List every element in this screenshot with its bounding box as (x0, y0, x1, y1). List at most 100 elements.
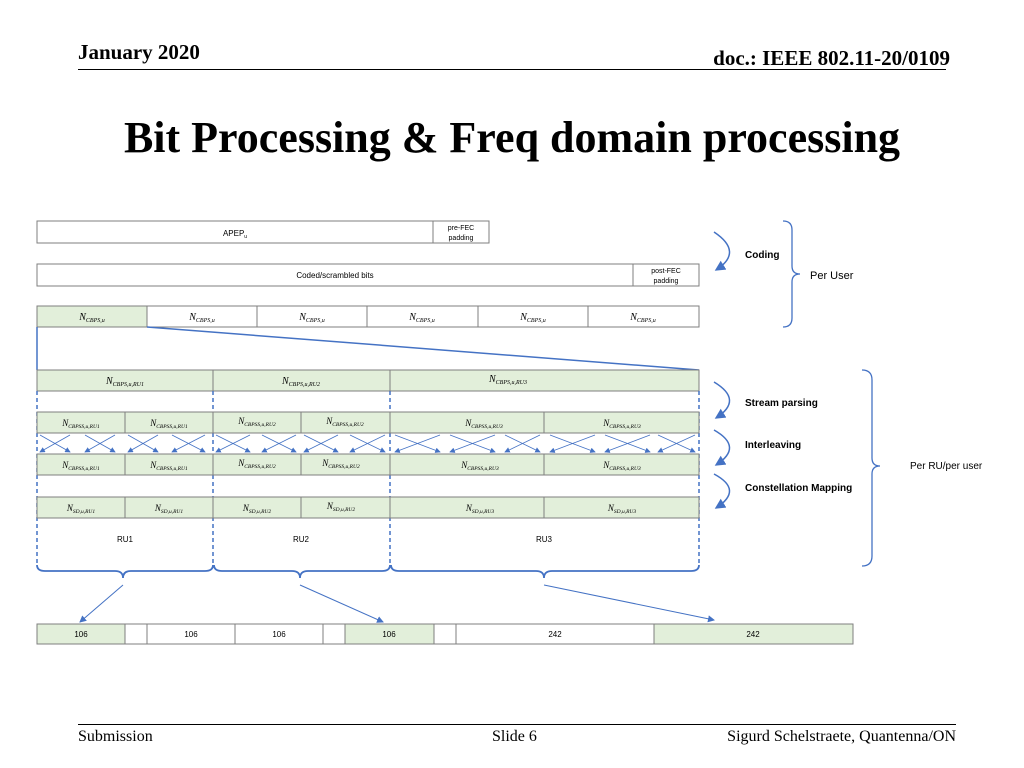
stage-arcs (713, 231, 731, 509)
svg-text:NCBPS,u,RU1: NCBPS,u,RU1 (105, 376, 144, 388)
sd-label: N (326, 501, 334, 511)
ss-sub: CBPSS,u,RU3 (609, 466, 641, 472)
ss-label: N (325, 416, 333, 426)
ncbps-sub: CBPS,u (196, 318, 215, 324)
ss-sub: CBPSS,u,RU2 (244, 422, 276, 428)
ss-sub: CBPSS,u,RU1 (68, 466, 100, 472)
svg-text:NSD,u,RU2: NSD,u,RU2 (326, 501, 356, 513)
coded-label: Coded/scrambled bits (296, 271, 373, 280)
ncbps-label: N (519, 312, 528, 323)
interleaving-arrows (39, 434, 696, 453)
svg-text:NCBPS,u,RU2: NCBPS,u,RU2 (281, 376, 320, 388)
svg-text:NCBPSS,u,RU3: NCBPSS,u,RU3 (464, 418, 503, 430)
sd-label: N (242, 503, 250, 513)
header-doc-id: doc.: IEEE 802.11-20/0109 (713, 46, 950, 70)
ncbps-sub: CBPS,u (527, 318, 546, 324)
subcarrier-label: 106 (272, 630, 286, 639)
svg-text:NCBPSS,u,RU3: NCBPSS,u,RU3 (460, 460, 499, 472)
constellation-mapping-label: Constellation Mapping (745, 483, 852, 494)
ss-label: N (602, 460, 610, 470)
ncbps-sub: CBPS,u (86, 318, 105, 324)
ncbps-sub: CBPS,u (637, 318, 656, 324)
ss-sub: CBPSS,u,RU2 (244, 464, 276, 470)
svg-text:NCBPSS,u,RU2: NCBPSS,u,RU2 (321, 458, 360, 470)
ru2-cbps-label: N (281, 376, 290, 387)
svg-text:NCBPS,u: NCBPS,u (408, 312, 435, 324)
ss-sub: CBPSS,u,RU3 (609, 424, 641, 430)
ru-cbps-row: NCBPS,u,RU1 NCBPS,u,RU2 NCBPS,u,RU3 (36, 369, 700, 392)
ncbps-cell-6 (587, 305, 700, 328)
ncbps-label: N (78, 312, 87, 323)
apep-row: APEPu pre-FEC padding (36, 220, 490, 244)
svg-text:NCBPS,u: NCBPS,u (298, 312, 325, 324)
svg-text:NSD,u,RU3: NSD,u,RU3 (607, 503, 637, 515)
ncbps-row: NCBPS,u NCBPS,u NCBPS,u NCBPS,u NCBPS,u … (36, 305, 700, 328)
footer-slide-number: Slide 6 (492, 728, 537, 745)
footer-author: Sigurd Schelstraete, Quantenna/ON (727, 728, 956, 745)
ru1-label: RU1 (117, 535, 134, 544)
svg-text:NCBPS,u: NCBPS,u (519, 312, 546, 324)
sd-label: N (607, 503, 615, 513)
svg-text:NCBPSS,u,RU1: NCBPSS,u,RU1 (149, 460, 188, 472)
ss-sub: CBPSS,u,RU1 (156, 424, 188, 430)
per-ru-label: Per RU/per user (910, 461, 983, 472)
ru1-cbps-label: N (105, 376, 114, 387)
ru1-cbps-sub: CBPS,u,RU1 (113, 382, 144, 388)
header-divider (78, 69, 946, 70)
coding-label: Coding (745, 250, 779, 261)
sd-label: N (465, 503, 473, 513)
svg-text:NSD,u,RU2: NSD,u,RU2 (242, 503, 272, 515)
svg-text:NCBPSS,u,RU2: NCBPSS,u,RU2 (237, 458, 276, 470)
footer-submission: Submission (78, 728, 153, 745)
ncbps-sub: CBPS,u (416, 318, 435, 324)
ncbps-sub: CBPS,u (306, 318, 325, 324)
ru3-cbps-cell (389, 369, 700, 392)
ru3-cbps-sub: CBPS,u,RU3 (496, 380, 527, 386)
ru3-cbps-label: N (488, 374, 497, 385)
pre-fec-label-1: pre-FEC (448, 225, 474, 232)
ru2-cbps-sub: CBPS,u,RU2 (289, 382, 320, 388)
ss-sub: CBPSS,u,RU1 (156, 466, 188, 472)
post-fec-label-1: post-FEC (651, 268, 681, 275)
svg-text:NSD,u,RU1: NSD,u,RU1 (66, 503, 96, 515)
svg-text:NCBPSS,u,RU2: NCBPSS,u,RU2 (325, 416, 364, 428)
ss-sub: CBPSS,u,RU1 (68, 424, 100, 430)
svg-text:APEPu: APEPu (223, 229, 247, 240)
slide-title: Bit Processing & Freq domain processing (123, 113, 901, 162)
svg-text:NCBPSS,u,RU1: NCBPSS,u,RU1 (61, 460, 100, 472)
subcarrier-label: 106 (74, 630, 88, 639)
svg-text:NSD,u,RU1: NSD,u,RU1 (154, 503, 184, 515)
ss-label: N (149, 460, 157, 470)
sd-label: N (66, 503, 74, 513)
sd-sub: SD,u,RU2 (249, 509, 272, 515)
svg-text:NCBPSS,u,RU3: NCBPSS,u,RU3 (602, 460, 641, 472)
ss-label: N (61, 460, 69, 470)
stream-parsing-row: NCBPSS,u,RU1 NCBPSS,u,RU1 NCBPSS,u,RU2 N… (36, 411, 700, 434)
ss-sub: CBPSS,u,RU3 (467, 466, 499, 472)
sd-sub: SD,u,RU3 (614, 509, 637, 515)
pre-fec-label-2: padding (449, 235, 474, 242)
mapping-arrows (79, 584, 715, 623)
ncbps-label: N (298, 312, 307, 323)
subcarrier-label: 242 (548, 630, 562, 639)
subcarrier-label: 106 (382, 630, 396, 639)
apep-label: APEP (223, 229, 244, 238)
post-fec-label-2: padding (654, 278, 679, 285)
ss-sub: CBPSS,u,RU3 (471, 424, 503, 430)
ss-sub: CBPSS,u,RU2 (332, 422, 364, 428)
svg-text:NCBPSS,u,RU3: NCBPSS,u,RU3 (602, 418, 641, 430)
sd-label: N (154, 503, 162, 513)
coded-row: Coded/scrambled bits post-FEC padding (36, 263, 700, 287)
svg-text:NCBPSS,u,RU1: NCBPSS,u,RU1 (149, 418, 188, 430)
svg-text:NCBPS,u: NCBPS,u (629, 312, 656, 324)
subcarrier-row: 106 106 106 106 242 242 (36, 623, 854, 645)
ncbps-label: N (629, 312, 638, 323)
ss-label: N (321, 458, 329, 468)
group-braces (782, 220, 881, 567)
ncbps-label: N (408, 312, 417, 323)
sd-sub: SD,u,RU1 (73, 509, 96, 515)
subcarrier-label: 106 (184, 630, 198, 639)
footer-divider (78, 724, 956, 725)
expand-line-right (146, 326, 700, 371)
